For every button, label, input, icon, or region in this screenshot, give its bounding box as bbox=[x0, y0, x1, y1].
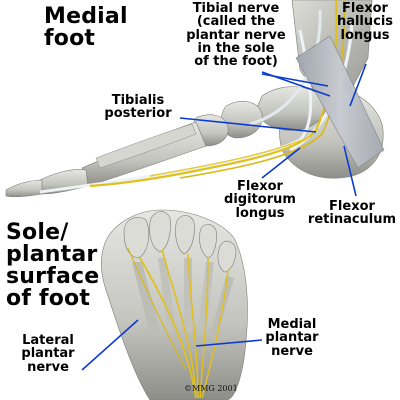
toe bbox=[149, 211, 171, 253]
label-medial-foot: Medial foot bbox=[44, 4, 128, 51]
toe-phalanx bbox=[5, 179, 43, 198]
flexor-retinaculum-band bbox=[295, 35, 385, 169]
talus-bone bbox=[255, 86, 326, 131]
label-sole-plantar-surface: Sole/ plantar surface of foot bbox=[6, 220, 100, 311]
plantar-nerve bbox=[201, 269, 229, 399]
leader-line-flexor-hallucis bbox=[349, 63, 367, 107]
big-toe bbox=[123, 217, 150, 259]
label-flexor-hallucis-longus: Flexor hallucis longus bbox=[336, 1, 394, 43]
tibial-nerve bbox=[179, 0, 346, 179]
label-tibial-nerve: Tibial nerve (called the plantar nerve i… bbox=[186, 1, 286, 69]
toe bbox=[199, 223, 217, 259]
copyright-notice: ©MMG 2001 bbox=[184, 384, 238, 393]
metatarsal-shaft bbox=[158, 258, 176, 332]
leader-line-lateral-plantar bbox=[81, 319, 139, 371]
label-lateral-plantar-nerve: Lateral plantar nerve bbox=[21, 333, 75, 375]
plantar-nerve bbox=[127, 247, 187, 371]
metatarsal-bone bbox=[95, 123, 197, 169]
plantar-nerve bbox=[199, 257, 209, 399]
metatarsal-shaft bbox=[198, 262, 214, 334]
leader-line-tibial-nerve bbox=[261, 73, 329, 87]
label-flexor-retinaculum: Flexor retinaculum bbox=[307, 199, 397, 228]
plantar-nerve bbox=[139, 257, 197, 399]
toe bbox=[217, 240, 237, 273]
tibial-nerve bbox=[149, 135, 313, 177]
tibialis-posterior-tendon bbox=[249, 9, 322, 126]
plantar-nerve bbox=[161, 249, 197, 399]
plantar-foot-view bbox=[100, 209, 248, 400]
metatarsal-shaft bbox=[132, 262, 160, 334]
plantar-nerve bbox=[187, 253, 199, 399]
toe bbox=[175, 215, 195, 255]
leader-line-flexor-digitorum bbox=[261, 147, 301, 179]
leader-line-medial-plantar bbox=[195, 339, 263, 347]
label-flexor-digitorum-longus: Flexor digitorum longus bbox=[224, 179, 296, 221]
label-medial-plantar-nerve: Medial plantar nerve bbox=[265, 317, 319, 359]
leader-lines bbox=[81, 63, 367, 371]
leader-line-flexor-retinaculum bbox=[343, 145, 357, 197]
label-tibialis-posterior: Tibialis posterior bbox=[104, 93, 172, 122]
leader-line-tibialis-posterior bbox=[179, 117, 317, 133]
